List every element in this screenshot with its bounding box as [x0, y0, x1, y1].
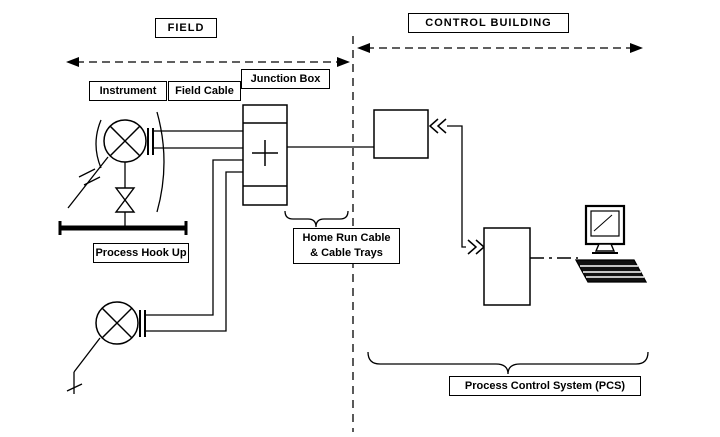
junction-box — [242, 104, 288, 206]
home-run-cable-label-line1: Home Run Cable — [302, 232, 391, 244]
system-cabinet — [483, 227, 531, 306]
double-chevron-left-icon — [428, 118, 447, 134]
marshalling-cabinet — [373, 109, 429, 159]
home-run-underbrace — [284, 210, 349, 228]
home-run-cable-label-line2: & Cable Trays — [310, 247, 383, 259]
impulse-line-top — [67, 156, 109, 209]
field-cable-label: Field Cable — [168, 81, 241, 101]
instrument-circle-icon — [103, 119, 154, 163]
impulse-line-bottom — [66, 337, 101, 394]
instrument-label: Instrument — [89, 81, 167, 101]
field-span-arrow — [66, 57, 350, 67]
field-cable-pair-bottom — [145, 159, 243, 332]
field-cable-pair-top — [153, 130, 243, 149]
process-pipe — [58, 221, 188, 235]
left-paren-brace — [95, 119, 102, 169]
computer-icon — [574, 204, 648, 283]
process-hook-up-label: Process Hook Up — [93, 243, 189, 263]
double-chevron-right-icon — [467, 239, 486, 255]
zone-label-control-building: CONTROL BUILDING — [408, 13, 569, 33]
pcs-underbrace — [367, 351, 649, 375]
junction-box-label: Junction Box — [241, 69, 330, 89]
home-run-cable-label: Home Run Cable & Cable Trays — [293, 228, 400, 264]
valve-icon — [114, 187, 136, 213]
instrument-circle-icon-2 — [95, 301, 146, 345]
zone-label-field: FIELD — [155, 18, 217, 38]
control-building-span-arrow — [357, 43, 643, 53]
cabinet-interconnect-line — [447, 125, 466, 248]
process-control-system-label: Process Control System (PCS) — [449, 376, 641, 396]
right-paren-brace — [156, 111, 165, 213]
